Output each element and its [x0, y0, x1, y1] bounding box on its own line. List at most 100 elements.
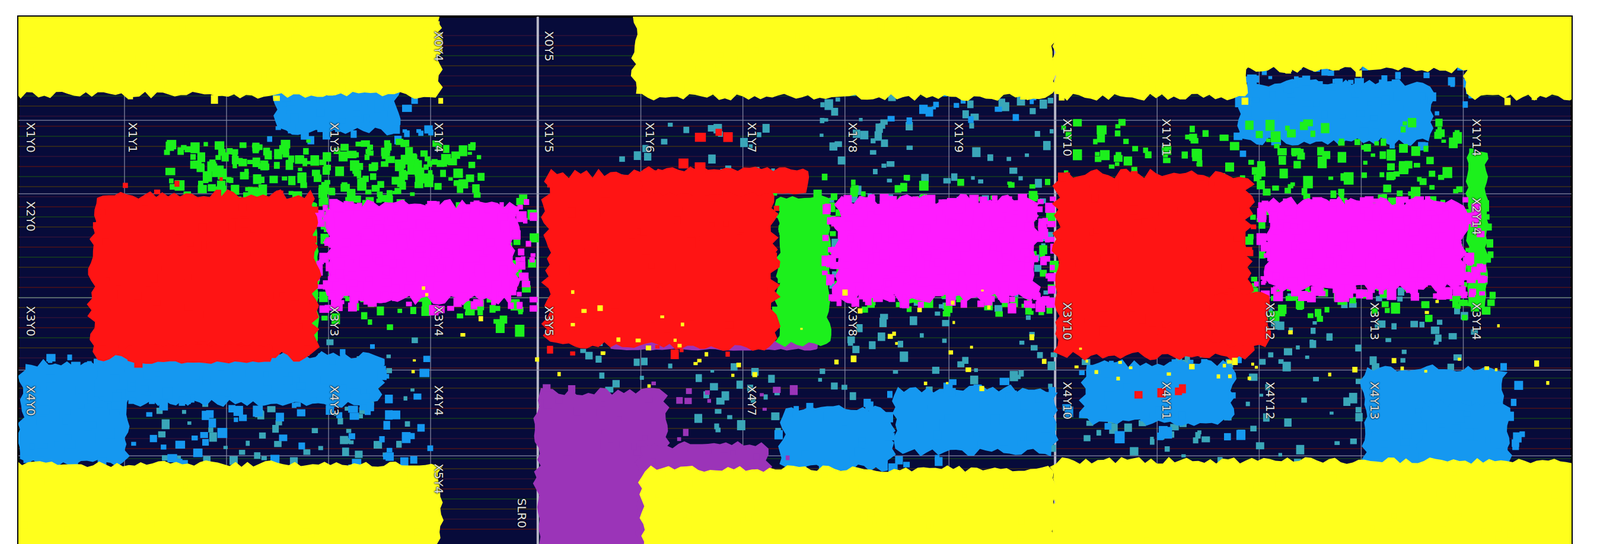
placement-region: [1049, 16, 1252, 101]
placed-cell: [209, 432, 218, 443]
placed-cell: [1010, 390, 1018, 399]
placed-cell: [834, 359, 839, 365]
placed-cell: [1511, 399, 1517, 407]
placed-cell: [300, 182, 308, 189]
placed-cell: [341, 182, 348, 189]
placed-cell: [272, 367, 283, 376]
placed-cell: [335, 69, 343, 78]
placed-cell: [1511, 87, 1517, 94]
placed-cell: [384, 142, 392, 151]
placed-cell: [155, 371, 161, 378]
placed-cell: [767, 375, 775, 384]
placed-cell: [1317, 156, 1327, 169]
placed-cell: [1531, 466, 1539, 473]
placed-cell: [979, 61, 987, 70]
placed-cell: [1546, 381, 1549, 385]
placed-cell: [1514, 381, 1523, 391]
placed-cell: [1259, 480, 1264, 487]
placed-cell: [894, 456, 903, 465]
placed-cell: [1190, 30, 1197, 36]
placed-cell: [311, 428, 318, 434]
placed-cell: [1012, 114, 1020, 122]
placed-cell: [1435, 118, 1443, 127]
placed-cell: [303, 61, 308, 66]
placed-cell: [297, 409, 306, 417]
placed-cell: [404, 488, 410, 493]
placed-cell: [407, 165, 414, 172]
placed-cell: [1381, 441, 1389, 449]
placed-cell: [263, 371, 269, 378]
placed-cell: [273, 161, 280, 170]
placed-cell: [370, 344, 375, 350]
placed-cell: [346, 189, 356, 199]
placed-cell: [1327, 496, 1335, 502]
placed-cell: [815, 72, 821, 79]
placed-cell: [880, 119, 888, 126]
placed-cell: [1143, 77, 1150, 85]
placed-cell: [1442, 167, 1452, 179]
placed-cell: [1303, 119, 1313, 127]
placed-cell: [473, 192, 481, 199]
placed-cell: [1334, 543, 1340, 544]
placed-cell: [645, 397, 653, 404]
placed-cell: [957, 361, 965, 368]
placed-cell: [1448, 516, 1452, 522]
placed-cell: [720, 447, 728, 454]
placed-cell: [247, 160, 253, 165]
placed-cell: [1123, 384, 1130, 390]
placed-cell: [275, 126, 282, 130]
placed-cell: [1201, 436, 1210, 443]
placed-cell: [1219, 134, 1229, 142]
placed-cell: [916, 423, 924, 429]
placed-cell: [1284, 187, 1292, 194]
placed-cell: [612, 380, 620, 388]
placed-cell: [1329, 412, 1334, 416]
placed-cell: [903, 461, 910, 468]
placed-cell: [71, 362, 81, 370]
placed-cell: [1462, 101, 1468, 108]
placed-cell: [1181, 454, 1186, 458]
placed-cell: [919, 104, 928, 115]
placed-cell: [641, 358, 648, 366]
placed-cell: [687, 485, 692, 490]
placed-cell: [1358, 467, 1364, 472]
placed-cell: [161, 419, 170, 430]
placed-cell: [119, 414, 126, 419]
placed-cell: [1370, 115, 1378, 121]
placed-cell: [386, 368, 392, 374]
placed-cell: [1400, 126, 1406, 133]
placed-cell: [64, 527, 70, 534]
placed-cell: [1484, 403, 1493, 413]
placement-region: [1237, 16, 1476, 74]
placed-cell: [144, 489, 152, 497]
placed-cell: [352, 110, 360, 117]
placed-cell: [1021, 40, 1026, 44]
placed-cell: [349, 379, 359, 390]
placed-cell: [960, 510, 967, 515]
placed-cell: [944, 414, 951, 422]
placed-cell: [180, 507, 188, 515]
placed-cell: [1114, 431, 1125, 445]
placed-cell: [295, 23, 299, 27]
placed-cell: [939, 47, 944, 51]
placed-cell: [887, 518, 895, 527]
placed-cell: [1471, 91, 1477, 96]
placed-cell: [467, 144, 476, 151]
placed-cell: [1193, 437, 1199, 444]
placed-cell: [1273, 61, 1278, 64]
placed-cell: [1262, 188, 1271, 196]
placed-cell: [1330, 16, 1336, 23]
placed-cell: [1417, 422, 1427, 435]
placed-cell: [906, 145, 914, 151]
placed-cell: [867, 508, 875, 518]
placed-cell: [318, 446, 324, 451]
placed-cell: [1495, 527, 1502, 532]
placed-cell: [275, 413, 285, 423]
placed-cell: [1252, 97, 1260, 103]
placed-cell: [135, 55, 142, 60]
placed-cell: [683, 126, 690, 134]
placed-cell: [196, 163, 205, 172]
placed-cell: [262, 385, 272, 392]
placed-cell: [1106, 362, 1115, 374]
placed-cell: [18, 432, 21, 443]
